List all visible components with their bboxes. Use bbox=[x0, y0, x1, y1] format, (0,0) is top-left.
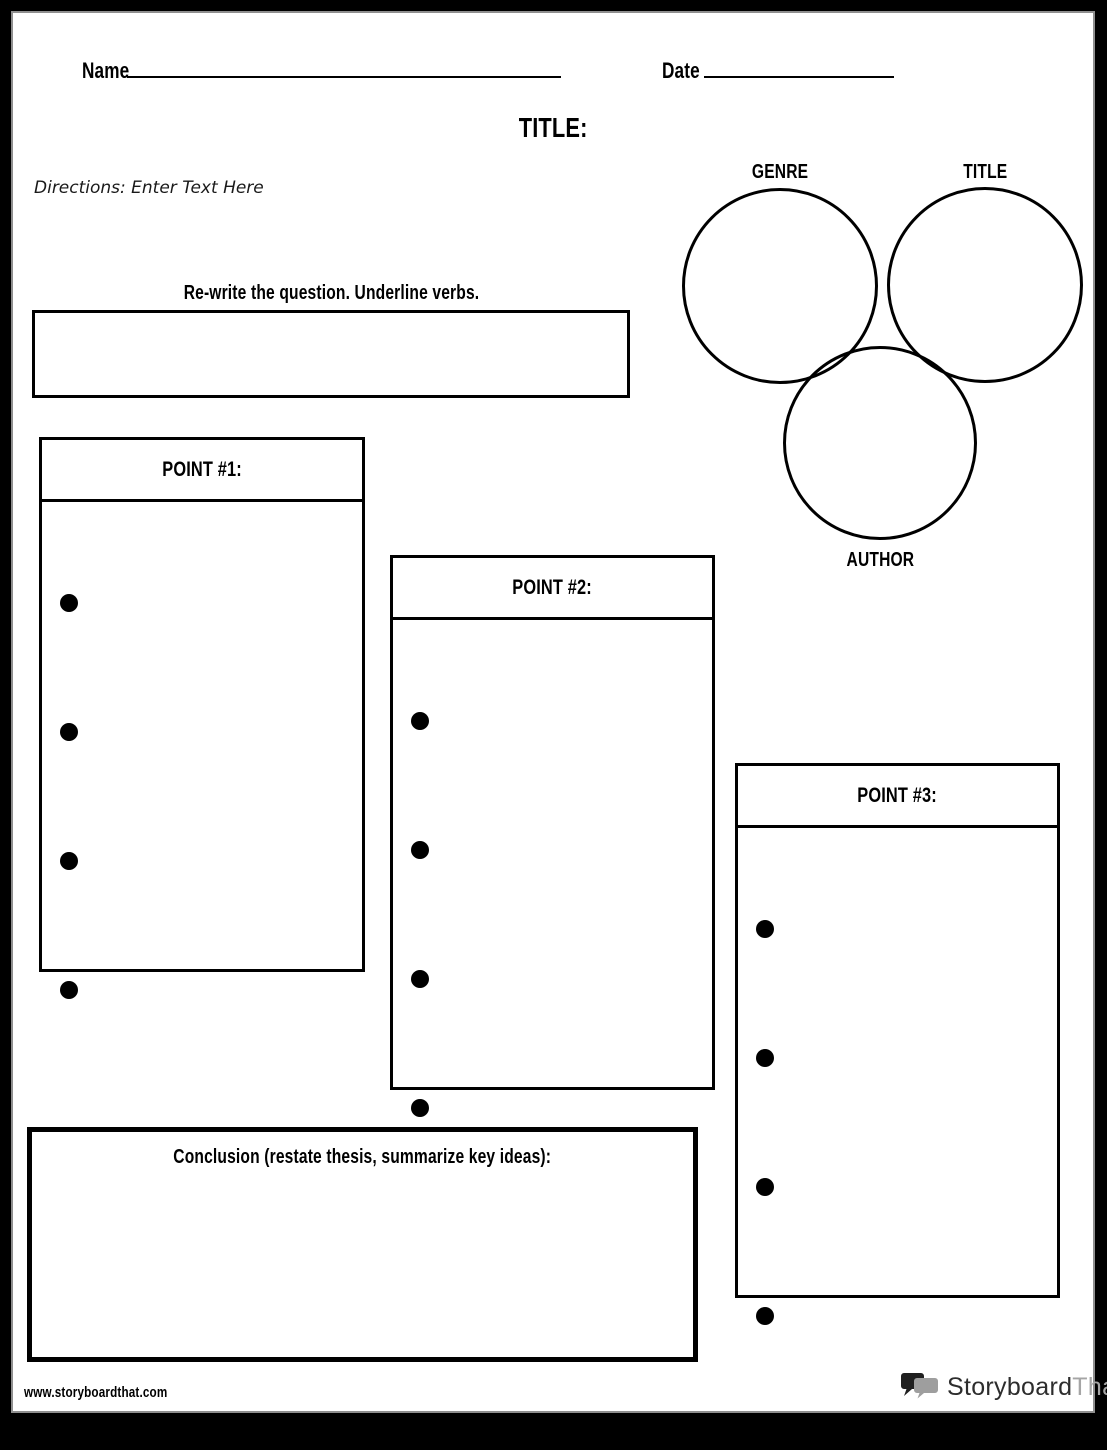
speech-bubbles-icon bbox=[901, 1373, 938, 1399]
bullet-dot bbox=[411, 970, 429, 988]
bullet-dot bbox=[411, 712, 429, 730]
bullet-dot bbox=[60, 852, 78, 870]
rewrite-heading-row: Re-write the question. Underline verbs. bbox=[32, 282, 630, 305]
rewrite-heading: Re-write the question. Underline verbs. bbox=[183, 282, 479, 304]
bullet-dot bbox=[756, 1178, 774, 1196]
point-1-body[interactable] bbox=[42, 502, 362, 999]
worksheet-page: Name Date TITLE: Directions: Enter Text … bbox=[11, 11, 1107, 1413]
name-write-line[interactable] bbox=[127, 43, 561, 78]
conclusion-box[interactable]: Conclusion (restate thesis, summarize ke… bbox=[27, 1127, 698, 1362]
point-3-header: POINT #3: bbox=[738, 766, 1057, 828]
point-3-box[interactable]: POINT #3: bbox=[735, 763, 1060, 1325]
venn-title-label: TITLE bbox=[962, 161, 1008, 183]
directions-text: Directions: Enter Text Here bbox=[34, 178, 264, 198]
name-label: Name bbox=[82, 58, 130, 83]
venn-title-label-row: TITLE bbox=[887, 161, 1083, 184]
point-1-header: POINT #1: bbox=[42, 440, 362, 502]
bullet-dot bbox=[60, 594, 78, 612]
title-circle[interactable] bbox=[887, 187, 1083, 383]
storyboardthat-logo: StoryboardThat bbox=[901, 1369, 1107, 1405]
genre-label-row: GENRE bbox=[682, 161, 878, 184]
logo-text-secondary: That bbox=[1072, 1372, 1107, 1401]
author-label-row: AUTHOR bbox=[782, 549, 978, 572]
point-1-label: POINT #1: bbox=[162, 457, 242, 481]
genre-circle[interactable] bbox=[682, 188, 878, 384]
bullet-dot bbox=[60, 981, 78, 999]
conclusion-heading: Conclusion (restate thesis, summarize ke… bbox=[173, 1146, 552, 1168]
bullet-dot bbox=[756, 1049, 774, 1067]
date-write-line[interactable] bbox=[704, 43, 894, 78]
logo-wordmark: StoryboardThat bbox=[947, 1373, 1107, 1402]
point-2-box[interactable]: POINT #2: bbox=[390, 555, 715, 1117]
point-3-body[interactable] bbox=[738, 828, 1057, 1325]
date-label: Date bbox=[662, 58, 700, 83]
point-3-label: POINT #3: bbox=[857, 783, 938, 807]
bullet-dot bbox=[411, 841, 429, 859]
point-2-body[interactable] bbox=[393, 620, 712, 1117]
bullet-dot bbox=[756, 920, 774, 938]
rewrite-answer-box[interactable] bbox=[32, 310, 630, 398]
title-heading: TITLE: bbox=[518, 112, 588, 143]
point-2-header: POINT #2: bbox=[393, 558, 712, 620]
author-label: AUTHOR bbox=[846, 549, 914, 571]
author-circle[interactable] bbox=[783, 346, 977, 540]
logo-text-primary: Storyboard bbox=[947, 1372, 1073, 1401]
title-heading-row: TITLE: bbox=[13, 112, 1093, 144]
bullet-dot bbox=[60, 723, 78, 741]
point-1-box[interactable]: POINT #1: bbox=[39, 437, 365, 999]
website-url: www.storyboardthat.com bbox=[24, 1384, 168, 1401]
point-2-label: POINT #2: bbox=[512, 575, 593, 599]
bullet-dot bbox=[411, 1099, 429, 1117]
genre-label: GENRE bbox=[751, 161, 809, 183]
bullet-dot bbox=[756, 1307, 774, 1325]
